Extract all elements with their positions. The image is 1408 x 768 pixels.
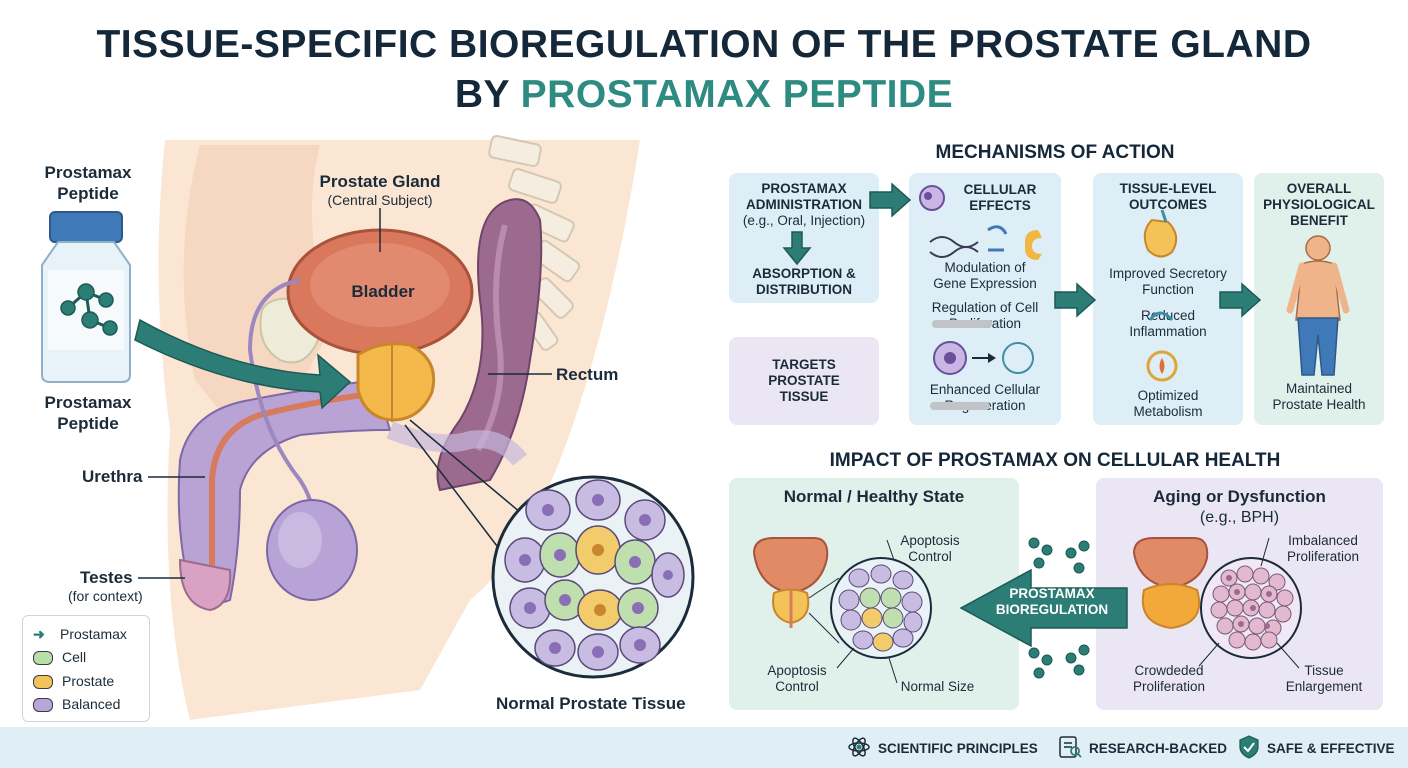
- legend-prostate: Prostate: [33, 673, 115, 690]
- aging-imbalanced: Imbalanced Proliferation: [1286, 533, 1360, 564]
- healthy-normal-size: Normal Size: [900, 679, 975, 694]
- arrow-right-icon: [869, 182, 912, 218]
- balanced-swatch-icon: [33, 698, 53, 713]
- healthy-apoptosis-bottom: Apoptosis Control: [767, 663, 827, 694]
- urethra-label: Urethra: [82, 467, 143, 486]
- footer-scientific: SCIENTIFIC PRINCIPLES: [878, 741, 1038, 756]
- legend-label: Balanced: [62, 696, 121, 712]
- aging-sub: (e.g., BPH): [1199, 509, 1280, 526]
- tissue-cells: [504, 479, 685, 671]
- healthy-cells: [838, 564, 923, 652]
- cycle-icon: [987, 225, 1008, 252]
- footer-safe: SAFE & EFFECTIVE: [1267, 741, 1395, 756]
- rectum-label: Rectum: [556, 365, 619, 384]
- cellular-title: CELLULAR EFFECTS: [963, 182, 1037, 213]
- legend-label: Prostate: [62, 673, 115, 689]
- healthy-title: Normal / Healthy State: [783, 487, 965, 506]
- legend: ➜ Prostamax Cell Prostate Balanced: [22, 615, 150, 722]
- pill-icon: [930, 402, 990, 410]
- tissue-title: TISSUE-LEVEL OUTCOMES: [1119, 181, 1217, 212]
- testes-sub: (for context): [68, 588, 143, 604]
- metabolism-icon: [1146, 350, 1178, 382]
- cell-swatch-icon: [33, 651, 53, 666]
- footer-bar: [0, 727, 1408, 768]
- overall-title: OVERALL PHYSIOLOGICAL BENEFIT: [1263, 181, 1375, 228]
- aging-enlargement: Tissue Enlargement: [1285, 663, 1363, 694]
- tissue-item-metabolism: Optimized Metabolism: [1133, 388, 1203, 419]
- arrow-icon: ➜: [33, 626, 45, 642]
- bioregulation-arrow: [959, 568, 1128, 648]
- aging-bladder: [1132, 537, 1209, 590]
- spine-vertebrae: [488, 134, 581, 351]
- legend-label: Prostamax: [60, 626, 127, 642]
- regeneration-icon: [1002, 342, 1034, 374]
- secretory-icon: [1143, 218, 1178, 258]
- absorption-label: ABSORPTION & DISTRIBUTION: [752, 266, 856, 297]
- tissue-box: [1093, 173, 1243, 425]
- overall-item: Maintained Prostate Health: [1272, 381, 1366, 412]
- targets-label: TARGETS PROSTATE TISSUE: [768, 357, 840, 404]
- healthy-apoptosis-top: Apoptosis Control: [900, 533, 960, 564]
- aging-prostate: [1141, 583, 1201, 630]
- prostate-gland-label: Prostate Gland: [319, 172, 441, 191]
- curve-icon: [1025, 230, 1042, 260]
- page-subtitle: BY PROSTAMAX PEPTIDE: [0, 72, 1408, 118]
- footer-research: RESEARCH-BACKED: [1089, 741, 1228, 756]
- prostate-shape: [356, 342, 436, 422]
- mechanism-graphics: [782, 182, 1350, 410]
- tissue-item-secretory: Improved Secretory Function: [1109, 266, 1227, 297]
- normal-tissue-label: Normal Prostate Tissue: [496, 694, 686, 713]
- molecule-icons: [1028, 537, 1090, 679]
- impact-graphics: [752, 537, 1302, 684]
- mechanisms-title: MECHANISMS OF ACTION: [935, 142, 1175, 163]
- aging-crowded: Crowdeded Proliferation: [1132, 663, 1206, 694]
- prostate-gland-sub: (Central Subject): [327, 192, 433, 208]
- arrow-right-icon: [1219, 282, 1262, 318]
- research-icon: [1059, 736, 1082, 758]
- testes-label: Testes: [80, 568, 133, 587]
- dna-icon: [929, 236, 979, 258]
- inflammation-icon: [1148, 311, 1174, 322]
- admin-box: [729, 173, 879, 303]
- bioregulation-label: PROSTAMAX BIOREGULATION: [995, 586, 1109, 617]
- bottle-top-label: Prostamax Peptide: [44, 163, 132, 203]
- page-title: TISSUE-SPECIFIC BIOREGULATION OF THE PRO…: [96, 23, 1312, 66]
- admin-sub: (e.g., Oral, Injection): [742, 213, 866, 228]
- subtitle-prefix: BY: [454, 73, 521, 116]
- pill-icon: [932, 320, 992, 328]
- bottle-bottom-label: Prostamax Peptide: [44, 393, 132, 433]
- cellular-box: [909, 173, 1061, 425]
- anatomy-illustration: [41, 134, 695, 720]
- legend-balanced: Balanced: [33, 696, 121, 713]
- peptide-bottle: [41, 211, 131, 383]
- targets-box: [729, 337, 879, 425]
- legend-prostamax: ➜ Prostamax: [33, 626, 127, 643]
- prostate-swatch-icon: [33, 675, 53, 690]
- cell-icon: [919, 185, 945, 211]
- urethra-line: [209, 389, 386, 610]
- atom-icon: [848, 737, 870, 757]
- shield-icon: [1239, 735, 1259, 759]
- prostamax-arrow: [134, 318, 352, 410]
- impact-title: IMPACT OF PROSTAMAX ON CELLULAR HEALTH: [829, 450, 1281, 471]
- admin-title: PROSTAMAX ADMINISTRATION: [746, 181, 862, 212]
- legend-cell: Cell: [33, 649, 87, 666]
- rectum-shape: [436, 198, 543, 492]
- aging-title: Aging or Dysfunction: [1153, 487, 1326, 506]
- legend-label: Cell: [62, 649, 87, 665]
- arrow-down-icon: [782, 231, 812, 266]
- arrow-right-icon: [1054, 282, 1097, 318]
- cellular-item-gene: Modulation of Gene Expression: [933, 260, 1037, 291]
- person-icon: [1286, 235, 1350, 376]
- bladder-label: Bladder: [351, 282, 415, 301]
- subtitle-accent: PROSTAMAX PEPTIDE: [520, 73, 954, 116]
- healthy-bladder: [752, 537, 829, 595]
